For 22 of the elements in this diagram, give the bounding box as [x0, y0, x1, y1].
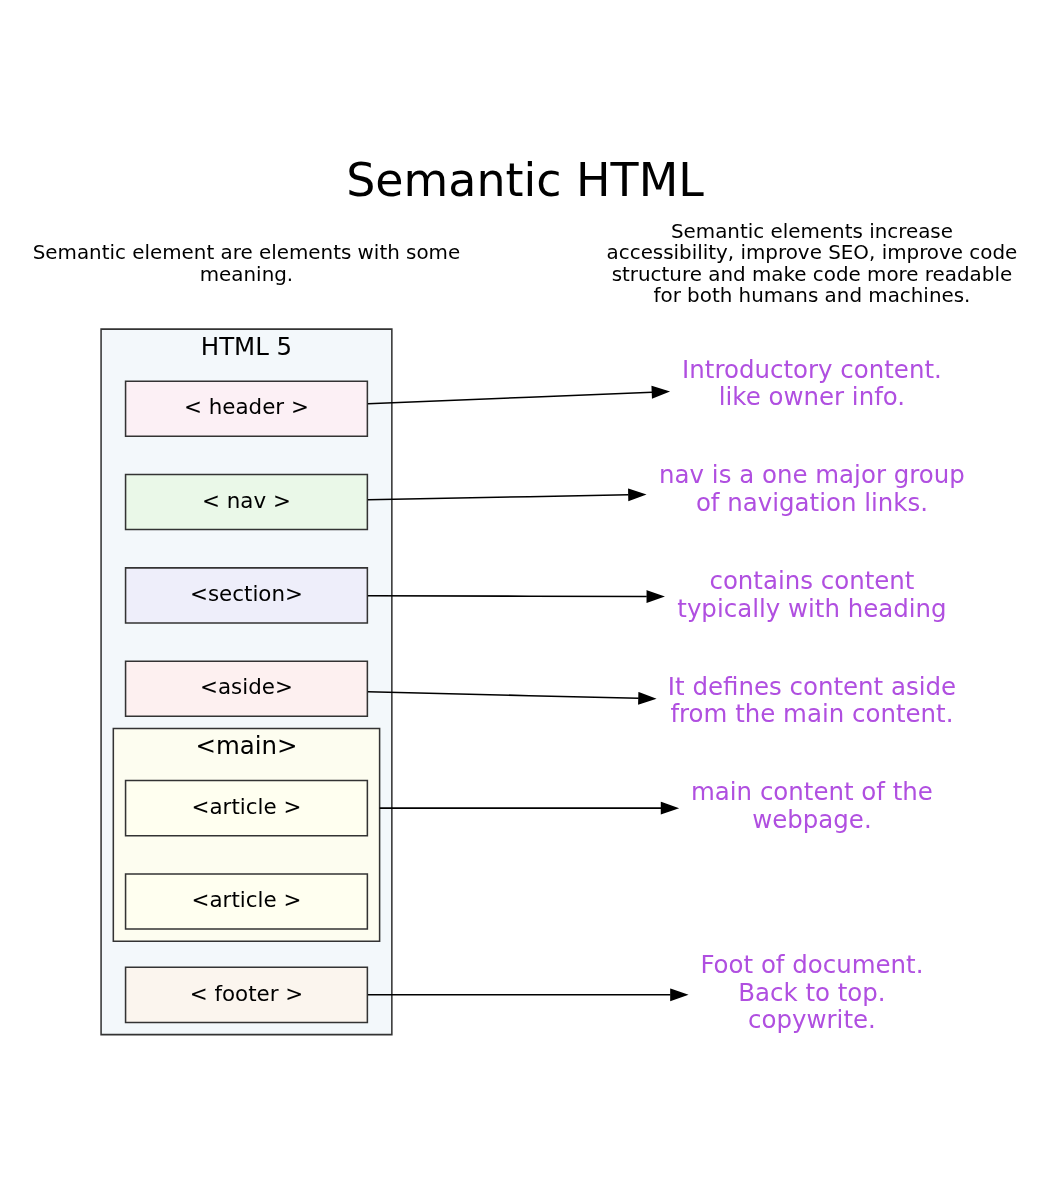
node-text: nav is a one major group of navigation links.	[659, 460, 965, 517]
node-box: <section>	[124, 567, 369, 624]
arrow	[367, 385, 671, 405]
node-text: main content of the webpage.	[691, 777, 933, 834]
arrow	[367, 690, 657, 705]
node-box: <article >	[124, 873, 369, 930]
arrow	[367, 488, 647, 502]
node-box: < header >	[124, 380, 369, 437]
arrow	[367, 590, 665, 603]
label: Semantic element are elements with some meaning.	[32, 241, 461, 286]
node-text: Introductory content. like owner info.	[682, 354, 942, 412]
node-box: < footer >	[124, 966, 369, 1024]
node-box: <article >	[124, 779, 369, 837]
node-box: < nav >	[124, 473, 369, 531]
node-text: contains content typically with heading	[677, 565, 947, 623]
arrow	[367, 988, 689, 1002]
node-box: <aside>	[124, 660, 369, 718]
arrow	[378, 801, 680, 815]
label: Semantic elements increase accessibility, improve SEO, improve code structure and make code more readable for both humans and machines.	[606, 219, 1018, 308]
node-text: It defines content aside from the main content.	[667, 671, 957, 729]
node-text: Foot of document. Back to top. copywrite.	[700, 950, 924, 1035]
diagram-title: Semantic HTML	[346, 152, 704, 207]
